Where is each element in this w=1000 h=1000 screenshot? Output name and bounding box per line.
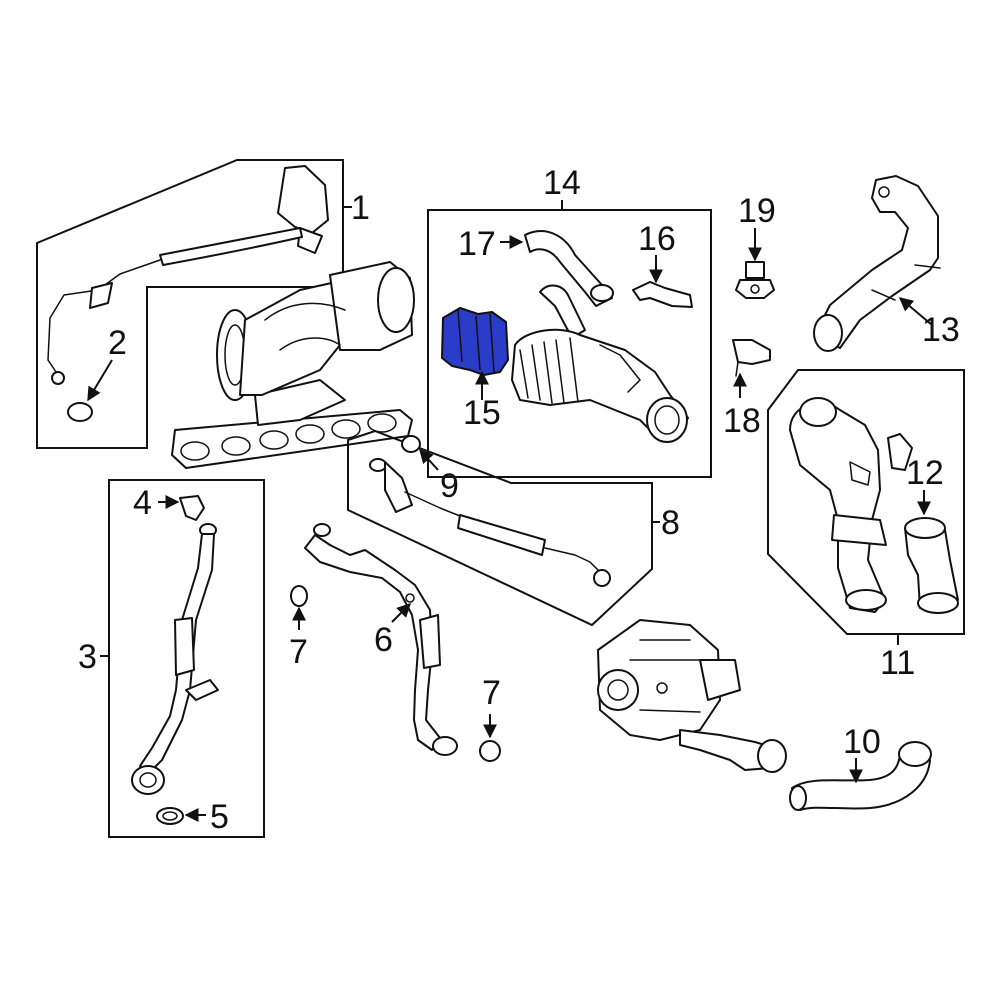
group-box-1 bbox=[36, 159, 344, 449]
callout-14[interactable]: 14 bbox=[543, 164, 581, 202]
group-box-14 bbox=[427, 209, 712, 478]
coolant-line-6[interactable] bbox=[304, 523, 458, 756]
breather-hose-17[interactable] bbox=[524, 230, 614, 307]
callout-19[interactable]: 19 bbox=[738, 192, 776, 230]
oil-feed-line-part[interactable] bbox=[47, 165, 329, 385]
callout-12[interactable]: 12 bbox=[906, 454, 944, 492]
callout-10[interactable]: 10 bbox=[843, 723, 881, 761]
charge-pipe-13[interactable] bbox=[813, 175, 941, 352]
callout-3[interactable]: 3 bbox=[78, 638, 97, 676]
turbocharger-manifold-assembly bbox=[171, 261, 415, 469]
callout-13[interactable]: 13 bbox=[922, 311, 960, 349]
bracket-16[interactable] bbox=[632, 281, 693, 308]
callout-5[interactable]: 5 bbox=[210, 798, 229, 836]
callout-18[interactable]: 18 bbox=[723, 402, 761, 440]
callout-11[interactable]: 11 bbox=[880, 644, 915, 682]
callout-2[interactable]: 2 bbox=[108, 324, 127, 362]
gasket-9[interactable] bbox=[401, 435, 421, 453]
gasket-7a[interactable] bbox=[290, 585, 308, 607]
gasket-7b[interactable] bbox=[479, 740, 501, 762]
sensor-18[interactable] bbox=[732, 339, 771, 377]
coupler-15-highlighted[interactable] bbox=[441, 307, 509, 376]
callout-16[interactable]: 16 bbox=[638, 220, 676, 258]
gasket-5[interactable] bbox=[156, 807, 184, 825]
callout-6[interactable]: 6 bbox=[374, 621, 393, 659]
callout-1[interactable]: 1 bbox=[351, 189, 370, 227]
callout-9[interactable]: 9 bbox=[440, 467, 459, 505]
callout-17[interactable]: 17 bbox=[458, 225, 496, 263]
o-ring-2[interactable] bbox=[67, 402, 93, 422]
coolant-line-8[interactable] bbox=[369, 458, 611, 587]
intake-duct bbox=[511, 284, 689, 443]
group-box-8 bbox=[347, 429, 653, 627]
sensor-19[interactable] bbox=[735, 261, 775, 299]
callout-7a[interactable]: 7 bbox=[289, 633, 308, 671]
callout-8[interactable]: 8 bbox=[661, 504, 680, 542]
intercooler-pipe-11[interactable] bbox=[789, 397, 913, 613]
group-box-11 bbox=[767, 369, 965, 635]
group-box-3 bbox=[108, 479, 265, 838]
callout-7b[interactable]: 7 bbox=[482, 674, 501, 712]
bracket-4[interactable] bbox=[179, 495, 205, 521]
compressor-assembly bbox=[597, 619, 787, 773]
callout-4[interactable]: 4 bbox=[133, 484, 152, 522]
callout-15[interactable]: 15 bbox=[463, 394, 501, 432]
hose-10[interactable] bbox=[789, 741, 932, 811]
hose-12[interactable] bbox=[904, 517, 959, 614]
oil-return-line-3[interactable] bbox=[131, 523, 219, 795]
